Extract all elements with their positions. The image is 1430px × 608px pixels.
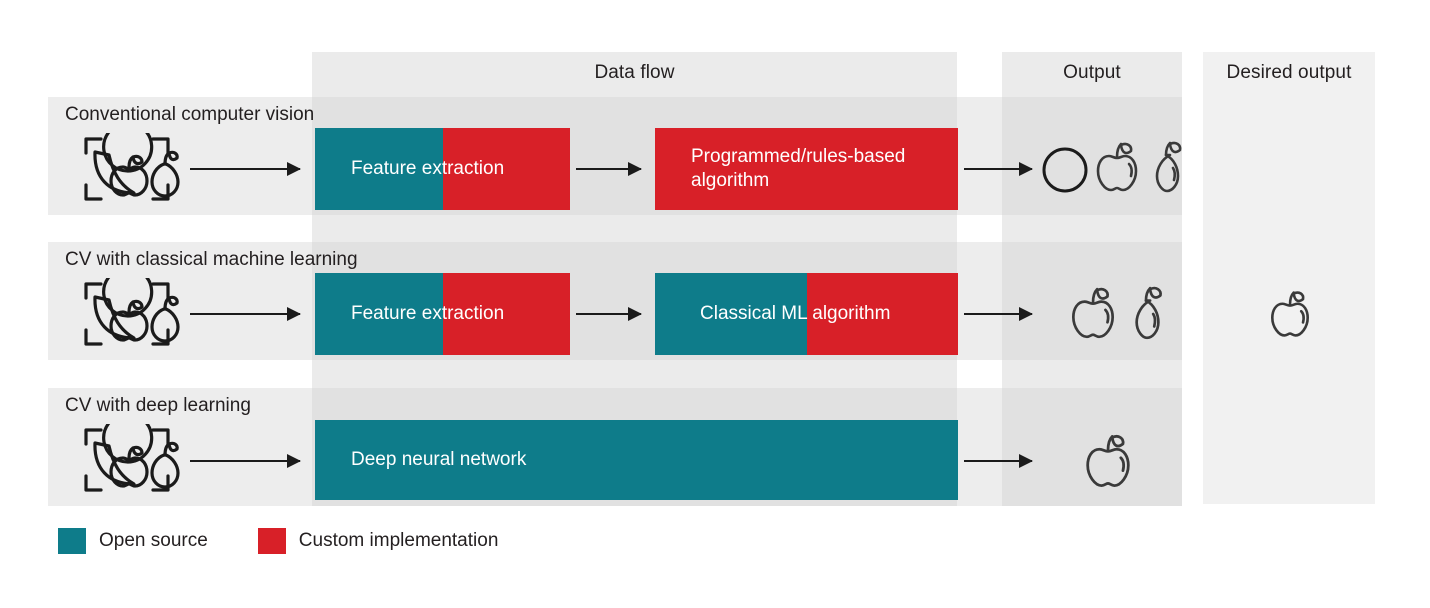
- red-swatch: [257, 528, 286, 554]
- legend: Open source Custom implementation: [58, 528, 548, 554]
- legend-label: Open source: [99, 530, 208, 551]
- column-band-desired-output: [1203, 52, 1375, 504]
- row-label-classical-machine-learning: CV with classical machine learning: [65, 249, 358, 270]
- apple-icon: [1271, 291, 1309, 337]
- teal-swatch: [58, 528, 86, 554]
- output-icon-group-row1: [1040, 138, 1190, 196]
- block-segment-custom: [655, 128, 958, 210]
- process-block-label: Programmed/rules-based algorithm: [691, 145, 906, 191]
- column-title-data-flow: Data flow: [594, 62, 675, 83]
- column-title-desired-output: Desired output: [1226, 62, 1352, 83]
- fruit-scan-icon: [64, 266, 190, 350]
- apple-icon: [1072, 287, 1115, 339]
- process-block-label: Deep neural network: [351, 448, 527, 470]
- legend-label: Custom implementation: [298, 530, 499, 551]
- row-label-conventional-computer-vision: Conventional computer vision: [65, 104, 315, 125]
- process-block-label: Classical ML algorithm: [700, 302, 891, 324]
- arrow-ml-to-output-row2: [964, 307, 1033, 321]
- arrow-dnn-to-output-row3: [964, 454, 1033, 468]
- legend-item-open-source: Open source: [58, 528, 208, 554]
- column-title-output: Output: [1063, 62, 1121, 83]
- apple-icon: [1096, 142, 1138, 192]
- block-segment-open-source: [315, 420, 958, 500]
- pear-icon: [1155, 141, 1182, 193]
- process-block-programmed-rules-based-algorithm[interactable]: Programmed/rules-based algorithm: [655, 128, 958, 210]
- arrow-input-to-feature-extraction-row2: [190, 307, 301, 321]
- output-icon-group-row3: [1082, 430, 1134, 492]
- row-band-1-output-overlay: [1002, 97, 1182, 215]
- legend-item-custom-implementation: Custom implementation: [257, 528, 499, 554]
- process-block-classical-ml-algorithm[interactable]: Classical ML algorithm: [655, 273, 958, 355]
- pear-icon: [1135, 286, 1162, 340]
- fruit-scan-icon: [64, 412, 190, 496]
- arrow-feature-extraction-to-algorithm-row1: [576, 162, 642, 176]
- arrow-algorithm-to-output-row1: [964, 162, 1033, 176]
- block-segment-open-source: [655, 273, 807, 355]
- arrow-input-to-dnn-row3: [190, 454, 301, 468]
- arrow-feature-extraction-to-ml-row2: [576, 307, 642, 321]
- process-block-label: Feature extraction: [351, 302, 505, 324]
- process-block-feature-extraction-row1[interactable]: Feature extraction: [315, 128, 570, 210]
- apple-icon: [1086, 434, 1130, 487]
- output-icon-group-row2: [1068, 283, 1172, 343]
- desired-output-icon-group: [1268, 287, 1312, 341]
- block-segment-open-source: [315, 128, 443, 210]
- fruit-scan-icon: [64, 121, 190, 205]
- block-segment-custom: [806, 273, 958, 355]
- process-block-feature-extraction-row2[interactable]: Feature extraction: [315, 273, 570, 355]
- arrow-input-to-feature-extraction-row1: [190, 162, 301, 176]
- orange-icon: [1042, 147, 1088, 193]
- process-block-label: Feature extraction: [351, 157, 505, 179]
- row-band-3-output-overlay: [1002, 388, 1182, 506]
- row-label-deep-learning: CV with deep learning: [65, 395, 251, 416]
- block-segment-open-source: [315, 273, 443, 355]
- block-segment-custom: [442, 273, 570, 355]
- block-segment-custom: [442, 128, 570, 210]
- process-block-deep-neural-network[interactable]: Deep neural network: [315, 420, 958, 500]
